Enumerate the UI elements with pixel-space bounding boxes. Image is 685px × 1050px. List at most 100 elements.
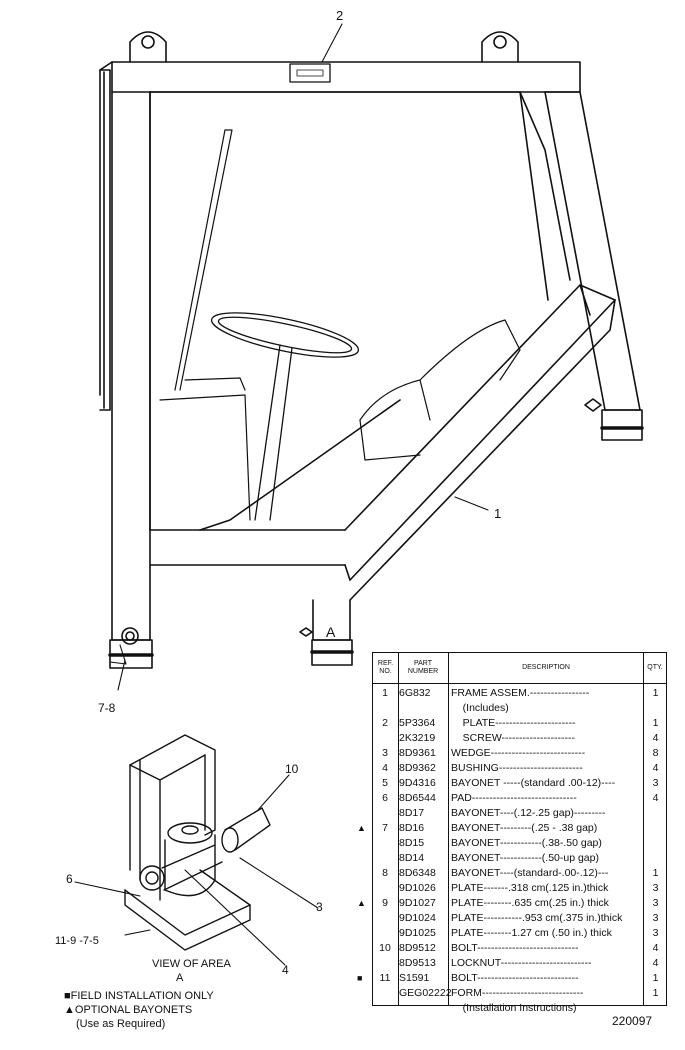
right-rear-post: [544, 91, 644, 441]
row-qty: 4: [652, 792, 659, 804]
note-field-installation: ■FIELD INSTALLATION ONLY: [64, 990, 214, 1002]
row-part-number: 9D4316: [399, 777, 436, 789]
row-description: PLATE--------.635 cm(.25 in.) thick: [451, 897, 609, 909]
row-description: BAYONET -----(standard .00-12)----: [451, 777, 616, 789]
row-part-number: 8D6348: [399, 867, 436, 879]
table-row: 8D15 BAYONET------------(.38-.50 gap): [373, 836, 666, 851]
row-part-number: 2K3219: [399, 732, 436, 744]
table-row: 1 6G832 FRAME ASSEM.----------------- 1: [373, 686, 666, 701]
row-qty: 4: [652, 762, 659, 774]
row-part-number: 6G832: [399, 687, 431, 699]
row-ref-no: 10: [379, 942, 391, 954]
row-part-number: 9D1025: [399, 927, 436, 939]
row-part-number: 8D15: [399, 837, 425, 849]
row-description: BAYONET----(.12-.25 gap)---------: [451, 807, 606, 819]
row-mark: ▲: [357, 898, 366, 908]
row-part-number: 8D9362: [399, 762, 436, 774]
control-lever: [159, 129, 251, 521]
row-part-number: 9D1024: [399, 912, 436, 924]
top-right-lifting-bracket: [481, 31, 519, 63]
row-mark: ■: [357, 973, 363, 983]
row-ref-no: 11: [379, 972, 391, 984]
row-qty: 1: [652, 687, 659, 699]
header-ref-no: REF. NO.: [377, 660, 394, 675]
callout-area-a: A: [326, 624, 336, 640]
front-right-foot: [299, 599, 354, 666]
table-row: 9D1024 PLATE-----------.953 cm(.375 in.)t…: [373, 911, 666, 926]
row-part-number: 8D9513: [399, 957, 436, 969]
row-ref-no: 1: [382, 687, 388, 699]
row-qty: 3: [652, 777, 659, 789]
table-row: 5 9D4316 BAYONET -----(standard .00-12)---…: [373, 776, 666, 791]
table-row: ▲ 9 9D1027 PLATE--------.635 cm(.25 in.) th…: [357, 896, 666, 911]
row-part-number: 8D14: [399, 852, 425, 864]
header-description: DESCRIPTION: [522, 664, 570, 671]
note-optional-bayonets: ▲OPTIONAL BAYONETS: [64, 1004, 193, 1016]
column-divider: [448, 653, 449, 1005]
row-description: PLATE-----------.953 cm(.375 in.)thick: [451, 912, 623, 924]
note-use-as-required: (Use as Required): [76, 1018, 166, 1030]
row-description: PLATE--------1.27 cm (.50 in.) thick: [451, 927, 612, 939]
row-qty: 3: [652, 882, 659, 894]
row-qty: 1: [652, 972, 659, 984]
drawing-number: 220097: [612, 1014, 653, 1028]
row-ref-no: 5: [382, 777, 388, 789]
top-beam: [99, 61, 581, 396]
operator-seat: [359, 319, 521, 461]
detail-view-area-a: [124, 734, 271, 951]
callout-2: 2: [336, 8, 344, 23]
lower-crossbeam: [149, 529, 346, 566]
header-part-number: PART NUMBER: [407, 660, 439, 675]
row-qty: 3: [652, 912, 659, 924]
row-description: FRAME ASSEM.-----------------: [451, 687, 590, 699]
table-row: 9D1025 PLATE--------1.27 cm (.50 in.) thi…: [373, 926, 666, 941]
view-caption-title: VIEW OF AREA: [152, 958, 231, 970]
callout-6: 6: [66, 872, 73, 886]
table-row: (Includes): [373, 701, 666, 716]
row-ref-no: 4: [382, 762, 388, 774]
row-description: LOCKNUT--------------------------: [451, 957, 592, 969]
row-description: (Includes): [451, 702, 509, 714]
row-description: PLATE-------.318 cm(.125 in.)thick: [451, 882, 609, 894]
top-left-lifting-bracket: [129, 31, 167, 63]
row-description: BUSHING------------------------: [451, 762, 583, 774]
row-qty: 1: [652, 867, 659, 879]
row-description: BAYONET------------(.50-up gap): [451, 852, 599, 864]
row-description: SCREW---------------------: [451, 732, 575, 744]
nameplate: [289, 63, 331, 83]
row-ref-no: 2: [382, 717, 388, 729]
table-row: 2K3219 SCREW---------------------4: [373, 731, 666, 746]
row-ref-no: 3: [382, 747, 388, 759]
row-qty: 1: [652, 717, 659, 729]
row-description: BOLT-----------------------------: [451, 972, 579, 984]
diagonal-brace: [344, 284, 616, 601]
row-qty: 3: [652, 897, 659, 909]
row-part-number: 8D6544: [399, 792, 436, 804]
row-part-number: 8D9512: [399, 942, 436, 954]
row-ref-no: 8: [382, 867, 388, 879]
table-row: 4 8D9362 BUSHING------------------------ 4: [373, 761, 666, 776]
row-ref-no: 7: [382, 822, 388, 834]
row-description: BAYONET----(standard-.00-.12)---: [451, 867, 609, 879]
callout-7-8: 7-8: [98, 701, 116, 715]
left-post: [108, 91, 154, 669]
row-ref-no: 9: [382, 897, 388, 909]
leader-lines: [109, 23, 489, 691]
row-description: BAYONET------------(.38-.50 gap): [451, 837, 602, 849]
row-qty: 4: [652, 957, 659, 969]
row-ref-no: 6: [382, 792, 388, 804]
row-part-number: 9D1027: [399, 897, 436, 909]
callout-1: 1: [494, 506, 502, 521]
callout-11-9-7-5: 11-9 -7-5: [55, 935, 99, 947]
row-qty: 3: [652, 927, 659, 939]
